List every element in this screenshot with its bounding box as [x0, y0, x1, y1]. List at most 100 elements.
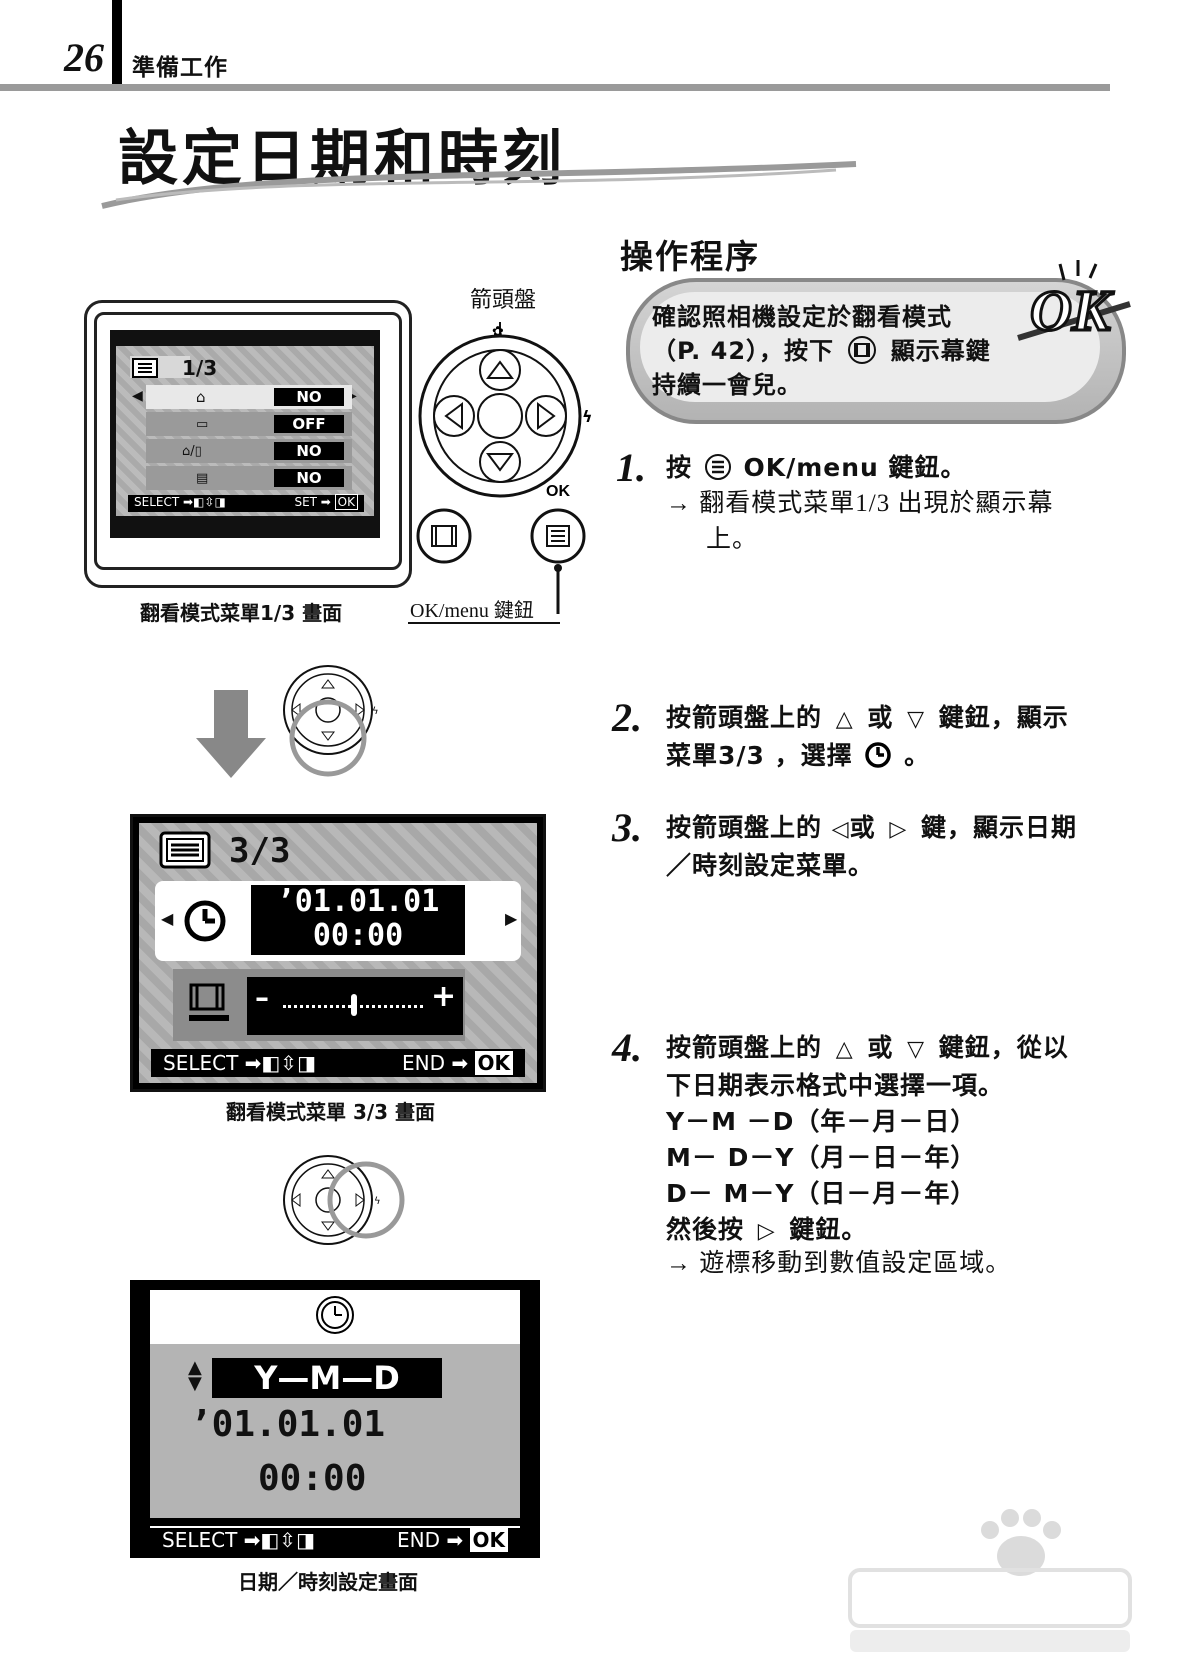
format-ymd: Y－M －D（年－月－日）: [666, 1107, 977, 1136]
brightness-handle[interactable]: [351, 994, 357, 1016]
right-arrow-button: [525, 395, 567, 437]
menu-page-number: 3/3: [229, 831, 291, 871]
ok-tag: OK: [469, 1528, 508, 1552]
step-3-text-b: 或: [849, 813, 876, 842]
left-arrow-button: [433, 395, 475, 437]
ok-key-label: OK: [546, 483, 570, 500]
end-hint: END ➡ OK: [402, 1051, 513, 1075]
menu-row-protect[interactable]: ⌂ NO: [146, 385, 352, 409]
step-2-text-b: 或: [867, 703, 894, 732]
set-hint: SET ➡ OK: [294, 494, 358, 512]
step-2-number: 2.: [612, 695, 642, 740]
title-swoosh: [101, 161, 857, 209]
ok-tag: OK: [474, 1051, 513, 1075]
up-triangle-icon: △: [835, 1037, 854, 1062]
left-arrow-icon: ◀: [132, 388, 143, 404]
header-bar: [112, 0, 122, 86]
clock-icon: [316, 1296, 354, 1334]
select-label: SELECT: [163, 1051, 239, 1075]
step-2-text-c: 鍵鈕，顯示: [938, 703, 1069, 732]
step-1-note: → 翻看模式菜單1/3 出現於顯示幕 上。: [666, 486, 1053, 558]
step-3-text-a: 按箭頭盤上的: [666, 813, 823, 842]
lcd-datetime-footer: SELECT ➡◧⇳◨ END ➡ OK: [150, 1526, 520, 1552]
date-value: ’01.01.01: [276, 884, 440, 919]
ok-badge-label: OK: [1030, 278, 1114, 343]
header-rule: [0, 84, 1110, 91]
step-3-line-1: 按箭頭盤上的 ◁或 ▷ 鍵，顯示日期: [666, 810, 1126, 848]
step-1-number: 1.: [616, 445, 646, 490]
notice-line-3: 持續一會兒。: [652, 371, 802, 399]
date-format-selector[interactable]: Y—M—D: [212, 1358, 442, 1398]
baidu-jingyan-watermark: [848, 1509, 1132, 1652]
step-3-line-2: ／時刻設定菜單。: [666, 851, 875, 880]
end-label: END: [402, 1051, 446, 1075]
date-value: ’01.01.01: [190, 1404, 386, 1445]
menu-page-number: 1/3: [182, 356, 218, 380]
display-button: [416, 508, 472, 564]
lcd-menu-3-footer: SELECT ➡◧⇳◨ END ➡ OK: [151, 1049, 525, 1077]
section-label: 準備工作: [132, 55, 228, 81]
step-2-text: 按箭頭盤上的 △ 或 ▽ 鍵鈕，顯示 菜單3/3 ，選擇 。: [666, 700, 1126, 774]
select-hint: SELECT ➡◧⇳◨: [134, 495, 226, 509]
brightness-icon: [189, 983, 229, 1021]
menu-row-copy[interactable]: ▤ NO: [146, 466, 352, 490]
ok-menu-button-label: OK/menu 鍵鈕: [410, 600, 534, 622]
protect-icon: ⌂: [196, 388, 206, 406]
svg-text:ϟ: ϟ: [372, 706, 379, 717]
macro-icon: ✿: [492, 324, 504, 340]
step-4-text-b: 或: [867, 1033, 894, 1062]
notice-line-1: 確認照相機設定於翻看模式: [652, 303, 952, 331]
format-dmy: D－ M－Y（日－月－年）: [666, 1179, 977, 1208]
up-down-arrows-icon[interactable]: ▲▼: [188, 1357, 202, 1394]
select-label: SELECT: [162, 1528, 238, 1552]
menu-row-rotate[interactable]: ▭ OFF: [146, 412, 352, 436]
step-1-note-line-2: 上。: [706, 526, 759, 553]
menu-row-value: NO: [274, 469, 344, 487]
up-arrow-button: [479, 349, 521, 391]
flash-icon: ϟ: [582, 407, 593, 426]
menu-button-icon: [704, 454, 731, 480]
set-label: SET: [294, 495, 317, 509]
notice-line-2-text: （P. 42），按下: [652, 337, 835, 365]
down-arrow-button: [479, 441, 521, 483]
step-4-line-1: 按箭頭盤上的 △ 或 ▽ 鍵鈕，從以: [666, 1030, 1136, 1068]
callout-line: [408, 622, 560, 624]
down-flow-arrow: [196, 690, 266, 778]
brightness-plus: +: [431, 979, 457, 1014]
figure3-caption: 日期／時刻設定畫面: [238, 1570, 418, 1594]
down-triangle-icon: ▽: [907, 707, 926, 732]
arrow-pad-label: 箭頭盤: [470, 287, 537, 312]
camera-controls: ✿ ϟ OK: [416, 322, 593, 614]
lcd-menu-3: 3/3 ◀ ▶ ’01.01.01 00:00 – + SELECT ➡◧⇳◨ …: [130, 814, 546, 1092]
ok-tag: OK: [334, 494, 358, 510]
step-4-number: 4.: [612, 1025, 642, 1070]
lcd-datetime-setting: ▲▼ Y—M—D ’01.01.01 00:00 SELECT ➡◧⇳◨ END…: [130, 1280, 540, 1558]
menu-row-erase[interactable]: ⌂/▯ NO: [146, 439, 352, 463]
time-value: 00:00: [312, 918, 404, 953]
clock-icon: [184, 900, 226, 942]
arrow-pad-down-highlight: ϟ: [283, 665, 379, 777]
menu-row-value: NO: [274, 442, 344, 460]
notice-text: 確認照相機設定於翻看模式 （P. 42），按下 顯示幕鍵 持續一會兒。: [652, 300, 1062, 402]
lcd-menu-1-footer: SELECT ➡◧⇳◨ SET ➡ OK: [128, 494, 364, 512]
step-3-text-c: 鍵，顯示日期: [921, 813, 1078, 842]
erase-icon: ⌂/▯: [182, 443, 202, 459]
rotate-icon: ▭: [196, 416, 209, 432]
copy-icon: ▤: [196, 470, 209, 486]
figure1-caption: 翻看模式菜單1/3 畫面: [140, 601, 343, 625]
clock-icon: [865, 742, 892, 768]
menu-row-value: NO: [274, 388, 344, 406]
display-button-icon: [848, 336, 877, 364]
procedure-heading: 操作程序: [620, 237, 760, 276]
ok-menu-button: [530, 508, 586, 564]
menu-row-value: OFF: [274, 415, 344, 433]
step-3-text: 按箭頭盤上的 ◁或 ▷ 鍵，顯示日期 ／時刻設定菜單。: [666, 810, 1126, 884]
step-2-text-d: 菜單3/3 ，選擇: [666, 741, 853, 770]
step-4-text-c: 鍵鈕，從以: [938, 1033, 1069, 1062]
step-2-line-2: 菜單3/3 ，選擇 。: [666, 738, 1126, 774]
step-4-text: 按箭頭盤上的 △ 或 ▽ 鍵鈕，從以 下日期表示格式中選擇一項。 Y－M －D（…: [666, 1030, 1136, 1250]
step-4-text-a: 按箭頭盤上的: [666, 1033, 823, 1062]
ok-badge: OK: [1000, 258, 1140, 348]
right-arrow-icon: ▶: [505, 909, 518, 928]
notice-line-2: （P. 42），按下 顯示幕鍵: [652, 334, 1062, 368]
